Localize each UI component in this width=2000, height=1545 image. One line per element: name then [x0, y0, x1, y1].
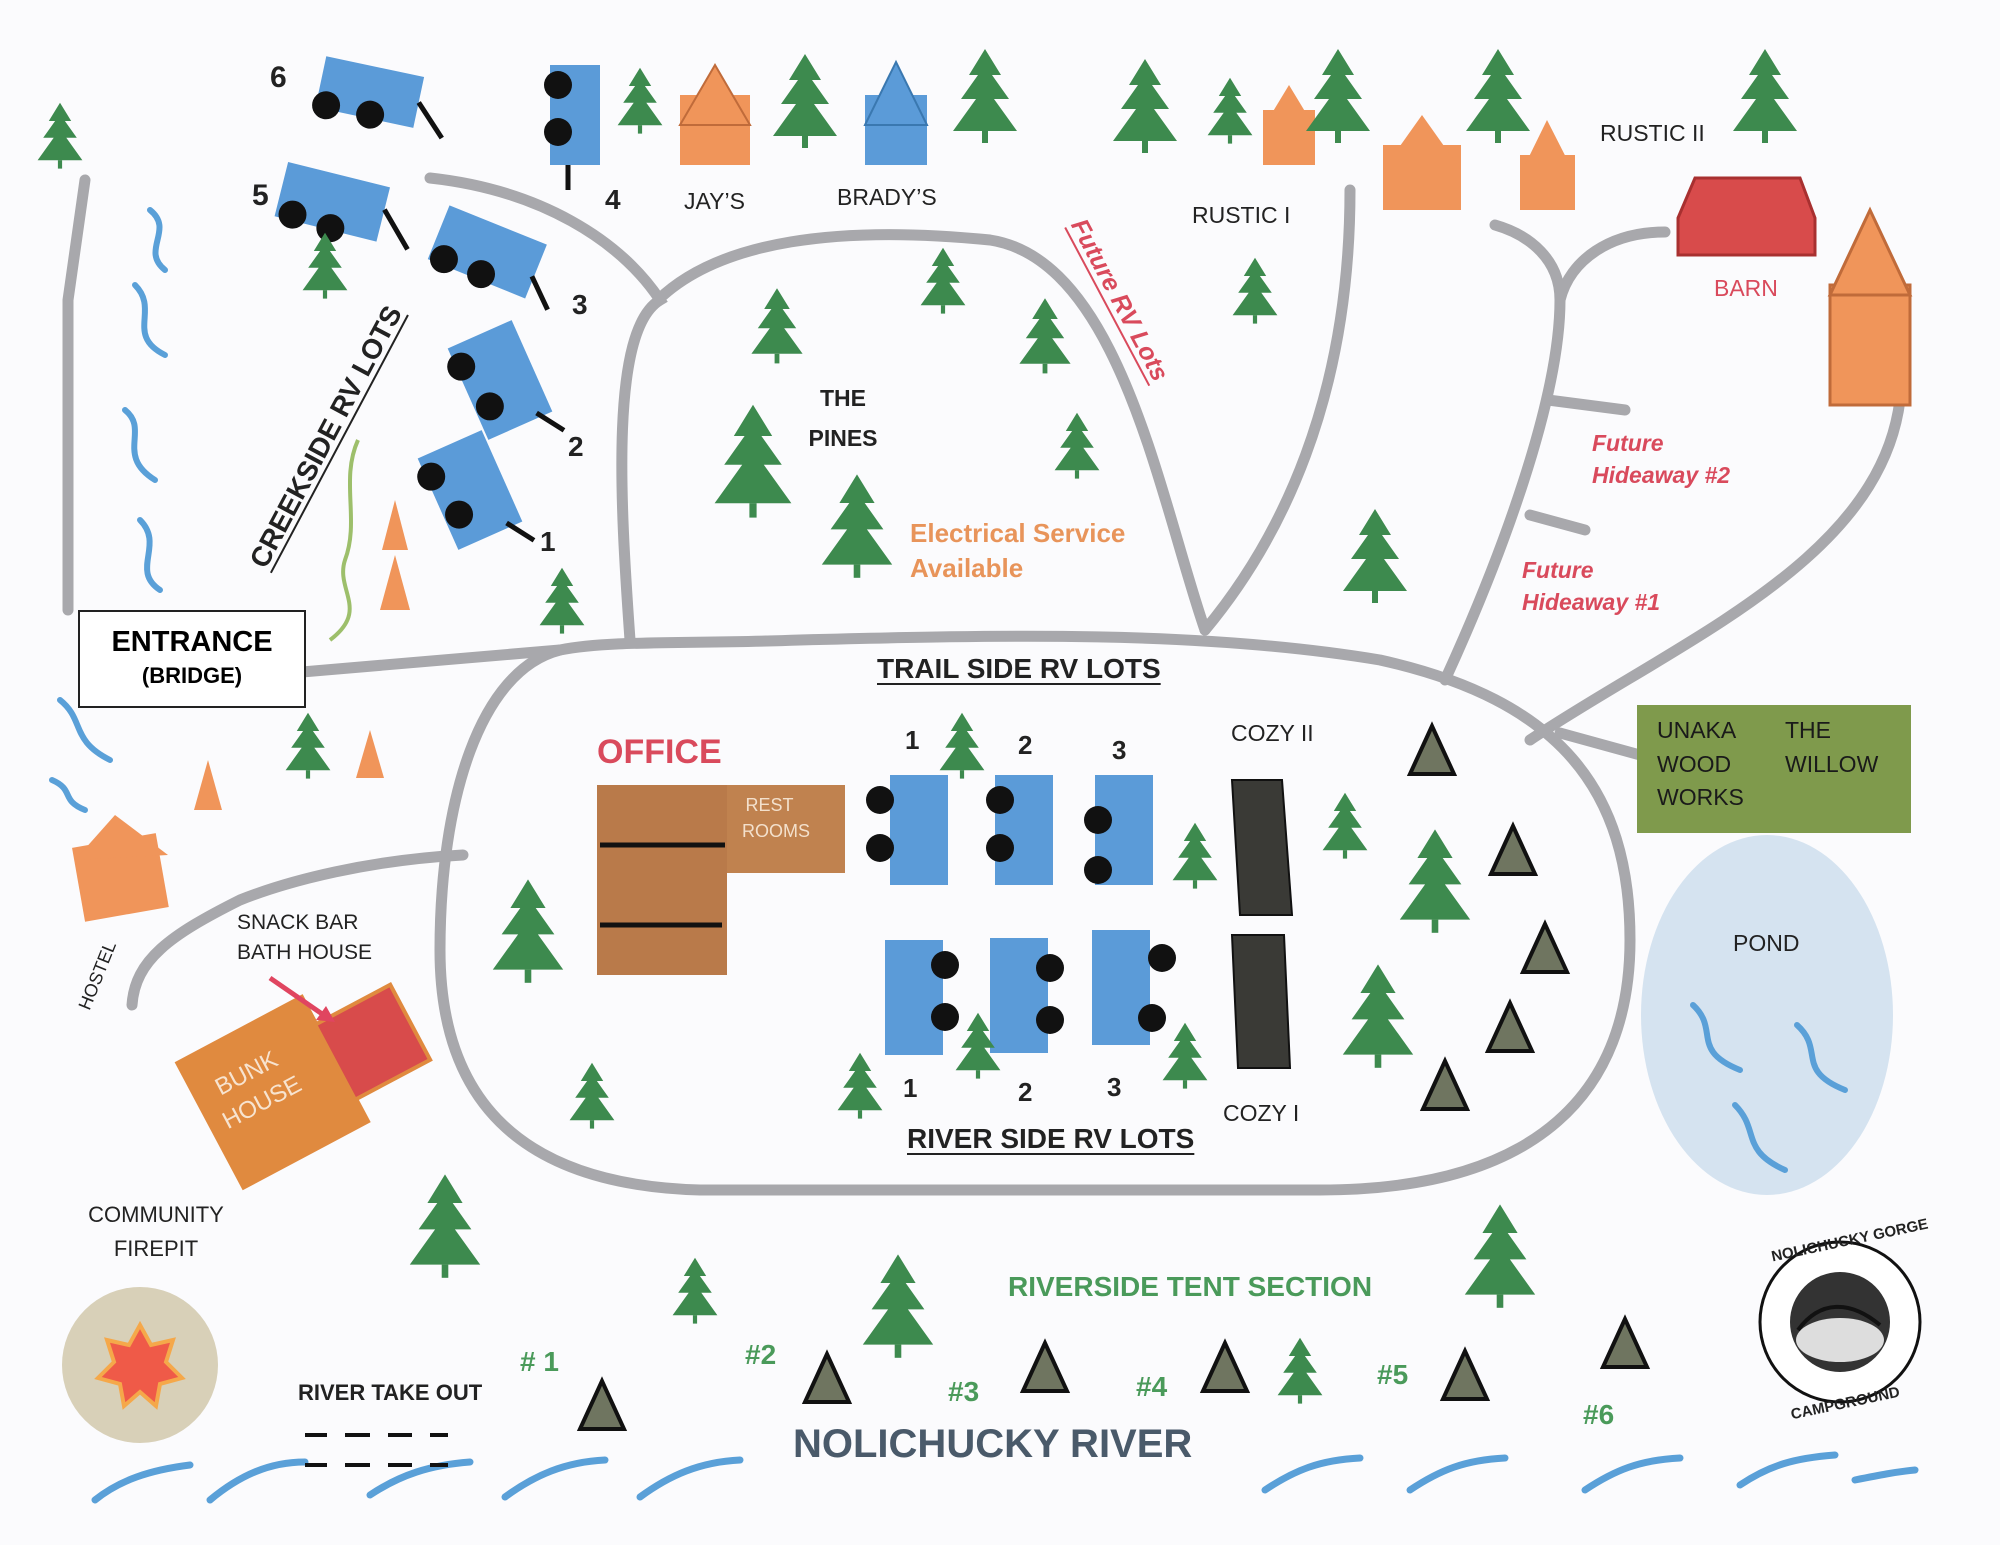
unaka-line-2: WOOD [1657, 750, 1732, 777]
creekside-rv-6 [309, 56, 444, 140]
cabin-jays [678, 63, 752, 165]
trailside-lot-3: 3 [1112, 735, 1127, 765]
riverside-rv-title: RIVER SIDE RV LOTS [907, 1123, 1195, 1154]
electrical-line-1: Electrical Service [910, 518, 1126, 548]
cabin-rustic1 [1263, 85, 1315, 165]
unaka-line-3: WORKS [1657, 784, 1744, 811]
hideaway-2-line-1: Future [1592, 430, 1664, 456]
riverside-lot-1: 1 [903, 1073, 918, 1103]
creekside-lot-3: 3 [572, 289, 588, 320]
cabin-large [1827, 206, 1913, 407]
river-waves [91, 1451, 1919, 1504]
riverside-rv-sites [885, 930, 1176, 1055]
river-takeout-dashes [305, 1433, 448, 1467]
unaka-label: UNAKA WOOD WORKS [1657, 717, 1744, 812]
restrooms-line-2: ROOMS [742, 820, 811, 841]
cozy-1-label: COZY I [1223, 1100, 1300, 1126]
hideaway-1-line-1: Future [1522, 557, 1594, 583]
cabin-rustic2 [1520, 120, 1575, 210]
office-building [597, 785, 845, 975]
pines-line-2: PINES [808, 424, 878, 451]
entrance-title: ENTRANCE [111, 626, 273, 658]
tent-site-1: # 1 [520, 1346, 559, 1377]
tent-site-6: #6 [1583, 1399, 1615, 1430]
cabin-bradys-label: BRADY’S [837, 184, 937, 210]
creek-water [49, 207, 168, 813]
creekside-lot-2: 2 [568, 431, 584, 462]
office-label: OFFICE [597, 733, 722, 771]
firepit-label: COMMUNITY FIREPIT [76, 1202, 236, 1263]
trailside-lot-1: 1 [905, 725, 920, 755]
tent-section-title: RIVERSIDE TENT SECTION [1008, 1271, 1373, 1302]
cabin-bradys [863, 59, 929, 165]
cabin-rustic1-label: RUSTIC I [1192, 202, 1291, 228]
future-hideaway-2-label: Future Hideaway #2 [1592, 430, 1730, 489]
trailside-title: TRAIL SIDE RV LOTS [877, 653, 1161, 684]
creekside-lot-1: 1 [540, 526, 556, 557]
unaka-line-1: UNAKA [1657, 717, 1737, 743]
cozy-sites [1230, 779, 1294, 1069]
cabins [72, 59, 1913, 922]
small-cone-tents [194, 500, 410, 810]
creekside-rv-sites [274, 56, 600, 550]
hideaway-1-line-2: Hideaway #1 [1522, 588, 1661, 615]
trailside-lot-2: 2 [1018, 730, 1033, 760]
cabin-rustic1b [1383, 115, 1461, 210]
snackbar-line-2: BATH HOUSE [237, 941, 372, 965]
creekside-lot-6: 6 [270, 61, 287, 94]
pond-water [1690, 1002, 1848, 1173]
riverside-lot-3: 3 [1107, 1072, 1122, 1102]
pond-label: POND [1733, 930, 1800, 956]
willow-label: THE WILLOW [1785, 717, 1878, 778]
creekside-rv-4 [544, 65, 600, 190]
riverside-lot-2: 2 [1018, 1077, 1033, 1107]
creekside-rv-3 [425, 205, 550, 311]
restrooms-line-1: REST [745, 795, 794, 815]
cabin-rustic2-label: RUSTIC II [1600, 120, 1705, 146]
restrooms-label: REST ROOMS [742, 795, 811, 842]
tent-site-4: #4 [1136, 1371, 1168, 1402]
river-takeout-label: RIVER TAKE OUT [298, 1380, 483, 1405]
willow-line-2: WILLOW [1785, 750, 1879, 777]
electrical-service-label: Electrical Service Available [910, 518, 1125, 584]
creek-trail [328, 439, 360, 642]
pines-line-1: THE [820, 385, 866, 411]
roads [62, 172, 1906, 1196]
firepit-line-2: FIREPIT [113, 1236, 199, 1262]
pines-label: THE PINES [808, 385, 878, 452]
tent-site-2: #2 [745, 1339, 777, 1370]
barn-label: BARN [1714, 275, 1778, 301]
firepit-graphic [62, 1287, 218, 1443]
river-name: NOLICHUCKY RIVER [793, 1422, 1193, 1466]
snackbar-line-1: SNACK BAR [237, 911, 359, 934]
creekside-rv-5 [274, 161, 410, 251]
tent-site-5: #5 [1377, 1359, 1409, 1390]
bunkhouse-group [174, 975, 433, 1191]
future-hideaway-1-label: Future Hideaway #1 [1522, 557, 1660, 616]
creekside-lot-4: 4 [605, 184, 621, 215]
entrance-subtitle: (BRIDGE) [141, 663, 243, 688]
willow-line-1: THE [1785, 717, 1831, 743]
tent-site-3: #3 [948, 1376, 980, 1407]
cozy-2-label: COZY II [1231, 720, 1314, 746]
creekside-lot-5: 5 [252, 179, 269, 212]
snackbar-label: SNACK BAR BATH HOUSE [237, 910, 372, 965]
trailside-rv-sites [866, 775, 1153, 885]
entrance-box: ENTRANCE (BRIDGE) [78, 610, 306, 708]
electrical-line-2: Available [910, 553, 1024, 584]
cabin-jays-label: JAY’S [684, 188, 745, 214]
firepit-line-1: COMMUNITY [88, 1202, 224, 1227]
unaka-box: UNAKA WOOD WORKS THE WILLOW [1637, 705, 1911, 833]
hostel-building [72, 815, 169, 922]
creekside-rv-2 [442, 320, 566, 440]
barn-building [1676, 176, 1817, 257]
creekside-rv-1 [412, 430, 536, 550]
pond-shape [1641, 835, 1893, 1195]
campground-logo-mark [1758, 1240, 1922, 1404]
hideaway-2-line-2: Hideaway #2 [1592, 461, 1731, 488]
